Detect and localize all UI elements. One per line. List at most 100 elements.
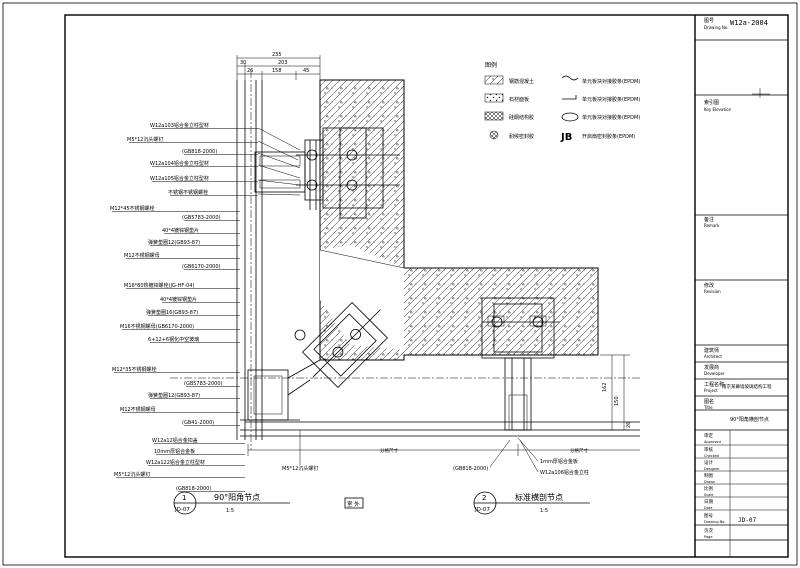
title-label: 图名 — [704, 398, 714, 405]
upper-bracket — [254, 127, 400, 219]
dim-total: 235 — [272, 52, 282, 58]
title-value: 90°阳角横剖节点 — [730, 416, 769, 423]
title-sub: Title — [703, 405, 713, 410]
bottom-axis: 分格尺寸 分格尺寸 — [247, 444, 640, 456]
callout-left-14: 弹簧垫圈16(GB93-87) — [146, 309, 198, 316]
developer-label: 发展商 — [704, 364, 719, 371]
detail-1-num: 1 — [182, 494, 186, 502]
checked-sub: Checked — [704, 454, 719, 458]
room-label: 室 外 — [347, 500, 360, 508]
date-label: 日期 — [704, 499, 713, 505]
designed-sub: Designer — [704, 467, 720, 471]
project-label: 工程名称 — [704, 381, 724, 388]
checked-label: 审核 — [704, 446, 713, 453]
detail-2-num: 2 — [482, 494, 486, 502]
callout-left-11: (GB6170-2000) — [182, 264, 221, 270]
concrete-structure — [319, 79, 599, 361]
callout-left-21: (GB41-2000) — [182, 420, 214, 426]
glass-panel-bottom — [170, 70, 640, 450]
dim-30: 30 — [240, 60, 246, 66]
drawn-sub: Drawn — [704, 480, 715, 484]
callout-bottom-profile: W12a106铝合金立柱 — [540, 469, 589, 476]
legend-item-stone: 石材面板 — [509, 96, 529, 103]
callout-bottom-gb: (GB818-2000) — [453, 466, 488, 472]
callout-leader-ext-5 — [257, 193, 301, 196]
callout-left-25: M5*12沉头螺钉 — [114, 471, 150, 478]
right-dimensions: 162 150 26 — [600, 354, 632, 431]
dim-150: 150 — [614, 396, 620, 406]
callout-left-5: 不锈钢不锈钢螺栓 — [168, 189, 208, 196]
revision-label: 修改 — [704, 282, 714, 289]
dim-26-right: 26 — [626, 422, 632, 428]
callout-left-15: M16不锈钢螺母(GB6170-2000) — [120, 323, 194, 330]
callout-left-13: 40*4镀锌钢垫片 — [160, 296, 197, 303]
page-sub: Page — [704, 535, 712, 539]
left-callouts: W12a103铝合金立柱型材 M5*12沉头螺钉 (GB818-2000) W12a1… — [110, 122, 301, 492]
detail-2-title: 标准横剖节点 — [515, 492, 563, 502]
approved-label: 审定 — [704, 432, 713, 439]
callout-bottom-screw: M5*12沉头螺钉 — [282, 465, 318, 472]
scale-sub: Scale — [704, 493, 713, 497]
inner-frame — [64, 14, 789, 558]
legend: 图例 钢筋混凝土 石材面板 硅酮结构胶 耐候密封胶 单元板块对接胶条(EPDM)… — [484, 61, 640, 143]
callout-leader-ext-4 — [257, 179, 301, 186]
revision-sub: Revision — [704, 289, 721, 294]
architect-label: 建筑师 — [704, 347, 719, 354]
callout-left-1: M5*12沉头螺钉 — [127, 136, 163, 143]
remark-sub: Remark — [704, 223, 720, 228]
legend-item-silicone: 硅酮结构胶 — [509, 114, 534, 121]
callout-left-22: W12a12铝合金扣盖 — [152, 437, 198, 444]
callout-left-16: 6+12+6钢化中空玻璃 — [148, 336, 199, 343]
date-sub: Date — [704, 506, 712, 510]
detail-marker-1: 1 JD-07 90°阳角节点 1:5 — [173, 491, 290, 515]
callout-left-12: M16*80热镀锌螺栓(JG-HF-04) — [124, 282, 194, 289]
developer-sub: Developer — [704, 371, 725, 376]
project-sub: Project — [704, 388, 718, 393]
dim-158: 158 — [272, 68, 282, 74]
callout-left-17: M12*35不锈钢螺栓 — [112, 366, 157, 373]
callout-left-0: W12a103铝合金立柱型材 — [150, 122, 209, 129]
legend-item-weather-seal: 耐候密封胶 — [509, 133, 534, 140]
callout-leader-ext-3 — [257, 164, 301, 179]
detail-2-scale: 1:5 — [540, 508, 548, 514]
callout-left-4: W12a105铝合金立柱型材 — [150, 175, 209, 182]
key-elevation-label: 索引图 — [704, 99, 719, 106]
drawing-no-label: 图号 — [704, 18, 714, 24]
legend-item-epdm-3: 单元板块对接胶条(EPDM) — [582, 114, 640, 121]
callout-left-23: 10mm厚铝合金板 — [154, 448, 195, 455]
detail-2-ref: JD-07 — [474, 507, 490, 513]
callout-bottom-plate: 1mm厚铝合金板 — [540, 458, 578, 465]
designed-label: 设计 — [704, 459, 713, 466]
callout-left-7: (GB5783-2000) — [182, 215, 221, 221]
room-label-box: 室 外 — [344, 497, 364, 509]
drawing-no-value: W12a-2004 — [730, 19, 768, 27]
axis-label-left: 分格尺寸 — [380, 447, 398, 454]
drawing-no-sub: Drawing No. — [704, 25, 729, 30]
glass-panel-left — [236, 80, 263, 440]
dim-162: 162 — [602, 382, 608, 392]
legend-title: 图例 — [485, 61, 497, 69]
callout-left-3: W12a104铝合金立柱型材 — [150, 160, 209, 167]
sheet-label: 图号 — [704, 513, 713, 519]
title-block: 图号 Drawing No. W12a-2004 索引图 Key Elevati… — [694, 15, 788, 557]
corner-bracket — [302, 302, 388, 388]
dim-45: 45 — [303, 68, 309, 74]
callout-left-20: M12不锈钢螺母 — [120, 406, 156, 413]
callout-left-6: M12*45不锈钢螺栓 — [110, 205, 155, 212]
detail-1-scale: 1:5 — [226, 508, 234, 514]
callout-leader-ext-1 — [257, 140, 299, 161]
jb-icon: JB — [560, 132, 572, 143]
callout-leader-ext-0 — [257, 127, 301, 151]
remark-label: 备注 — [704, 216, 714, 223]
callout-left-26: (GB818-2000) — [176, 486, 211, 492]
architect-sub: Architect — [704, 354, 722, 359]
detail-1-ref: JD-07 — [174, 507, 190, 513]
callout-left-18: (GB5783-2000) — [184, 381, 223, 387]
project-value: 南京某幕墙玻璃结构工程 — [722, 383, 772, 390]
callout-left-24: W12a122铝合金立柱型材 — [146, 459, 205, 466]
legend-item-epdm-1: 单元板块对接胶条(EPDM) — [582, 78, 640, 85]
legend-item-epdm-2: 单元板块对接胶条(EPDM) — [582, 96, 640, 103]
corner-profile — [240, 329, 321, 421]
approved-sub: Approved — [704, 440, 721, 444]
